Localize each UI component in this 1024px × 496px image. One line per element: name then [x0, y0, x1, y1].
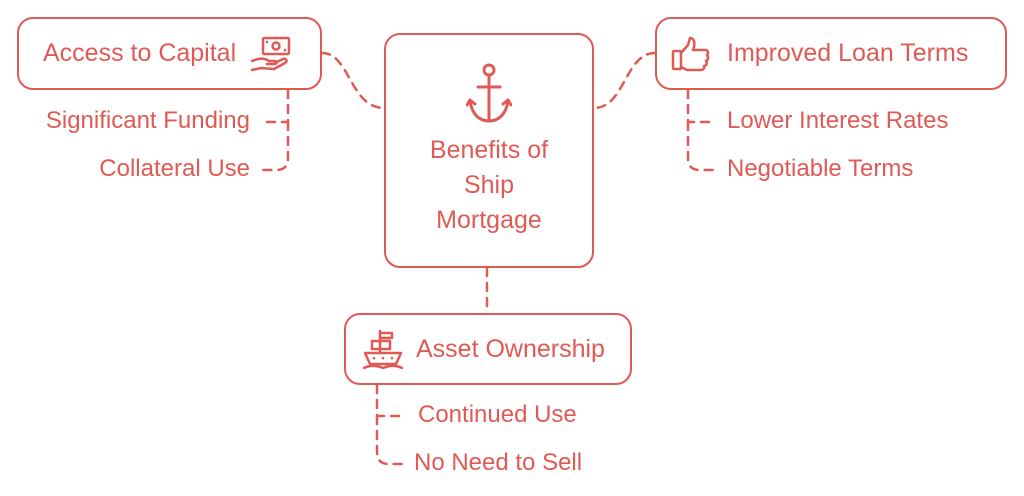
asset-item-1: Continued Use — [418, 401, 577, 428]
thumbs-up-icon — [671, 35, 711, 73]
capital-item-1: Significant Funding — [45, 107, 250, 134]
connector-loan — [592, 51, 657, 110]
loan-node: Improved Loan Terms — [655, 17, 1007, 90]
connector-collateral-use — [260, 120, 290, 172]
center-node: Benefits of Ship Mortgage — [384, 33, 594, 268]
asset-node: Asset Ownership — [344, 313, 632, 385]
loan-title: Improved Loan Terms — [727, 39, 969, 67]
ship-icon — [362, 329, 404, 369]
connector-negotiable-terms — [686, 120, 716, 172]
connector-no-need-sell — [375, 414, 406, 466]
connector-significant-funding — [260, 88, 290, 124]
center-title-line3: Mortgage — [436, 206, 542, 234]
connector-lower-interest — [686, 88, 716, 124]
loan-item-2: Negotiable Terms — [727, 155, 914, 182]
capital-node: Access to Capital — [17, 17, 322, 90]
money-hand-icon — [250, 35, 292, 73]
center-title: Benefits of Ship Mortgage — [430, 133, 548, 238]
anchor-icon — [466, 63, 512, 125]
asset-item-2: No Need to Sell — [414, 449, 583, 476]
asset-title: Asset Ownership — [416, 334, 605, 363]
center-title-line1: Benefits of — [429, 136, 549, 164]
connector-capital — [320, 51, 386, 110]
capital-title: Access to Capital — [43, 39, 237, 67]
center-title-line2: Ship — [463, 171, 515, 199]
connector-continued-use — [375, 383, 406, 418]
capital-item-2: Collateral Use — [99, 155, 250, 182]
loan-item-1: Lower Interest Rates — [727, 107, 949, 134]
